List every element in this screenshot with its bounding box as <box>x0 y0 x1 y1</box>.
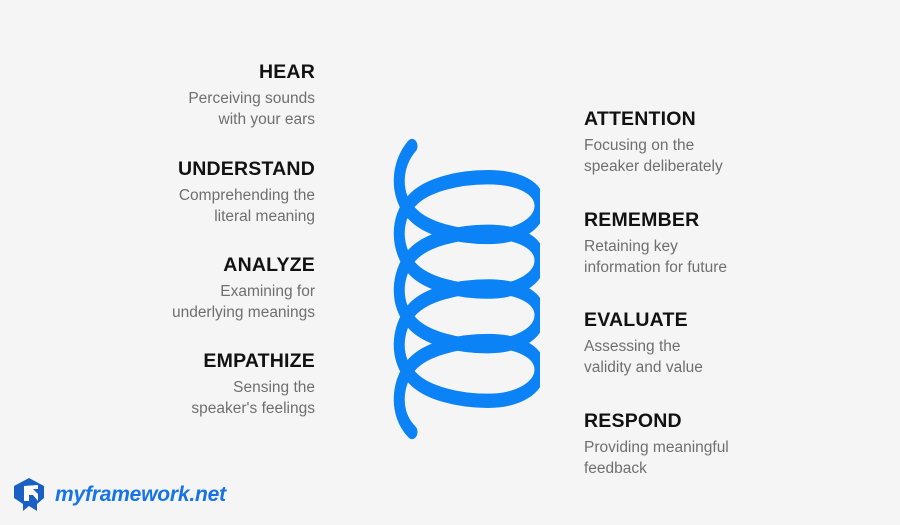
stage-description-line: feedback <box>584 460 647 478</box>
stage-title: UNDERSTAND <box>177 158 315 180</box>
stage-description-line: Assessing the <box>584 338 681 356</box>
stage-description: Perceiving sounds with your ears <box>0 89 315 130</box>
spiral-path <box>393 138 540 440</box>
stage-description: Providing meaningful feedback <box>584 438 884 479</box>
spiral-coil-icon <box>393 138 540 440</box>
stage-description: Retaining key information for future <box>584 237 884 278</box>
stage-description-line: Providing meaningful <box>584 439 729 457</box>
brand-logo[interactable]: myframework.net <box>12 477 226 513</box>
stage-hear: HEAR Perceiving sounds with your ears <box>0 61 315 131</box>
brand-logo-text: myframework.net <box>55 483 226 506</box>
stage-description-line: underlying meanings <box>171 304 315 322</box>
stage-description-line: speaker deliberately <box>584 158 723 176</box>
stage-description-line: Sensing the <box>233 379 315 397</box>
stage-title: EMPATHIZE <box>203 350 315 372</box>
stage-title: ANALYZE <box>223 254 315 276</box>
stage-description: Sensing the speaker's feelings <box>0 378 315 419</box>
stage-understand: UNDERSTAND Comprehending the literal mea… <box>0 158 315 228</box>
stage-description-line: Examining for <box>220 283 315 301</box>
stage-title: REMEMBER <box>584 209 700 231</box>
stage-description-line: Retaining key <box>584 238 678 256</box>
stage-description-line: information for future <box>584 259 728 277</box>
stage-attention: ATTENTION Focusing on the speaker delibe… <box>584 108 884 178</box>
stage-title: HEAR <box>258 61 315 83</box>
cube-hexagon-logo-icon <box>14 478 44 511</box>
stage-title: EVALUATE <box>584 309 688 331</box>
stage-title: ATTENTION <box>584 108 696 130</box>
stage-description-line: Focusing on the <box>584 137 695 155</box>
stage-description-line: with your ears <box>218 111 315 129</box>
stage-description: Focusing on the speaker deliberately <box>584 136 884 177</box>
stage-description: Examining for underlying meanings <box>0 282 315 323</box>
stage-title: RESPOND <box>584 410 682 432</box>
stage-respond: RESPOND Providing meaningful feedback <box>584 410 884 480</box>
stage-description: Assessing the validity and value <box>584 337 884 378</box>
stage-description-line: validity and value <box>584 359 703 377</box>
logo-mark-glyph <box>24 485 38 501</box>
stage-empathize: EMPATHIZE Sensing the speaker's feelings <box>0 350 315 420</box>
stage-description-line: literal meaning <box>214 208 315 226</box>
stage-description: Comprehending the literal meaning <box>0 186 315 227</box>
spiral-coil-graphic <box>360 60 540 450</box>
stage-remember: REMEMBER Retaining key information for f… <box>584 209 884 279</box>
stage-description-line: Comprehending the <box>178 187 315 205</box>
stage-description-line: Perceiving sounds <box>188 90 315 108</box>
stage-evaluate: EVALUATE Assessing the validity and valu… <box>584 309 884 379</box>
stage-description-line: speaker's feelings <box>191 400 315 418</box>
stage-analyze: ANALYZE Examining for underlying meaning… <box>0 254 315 324</box>
